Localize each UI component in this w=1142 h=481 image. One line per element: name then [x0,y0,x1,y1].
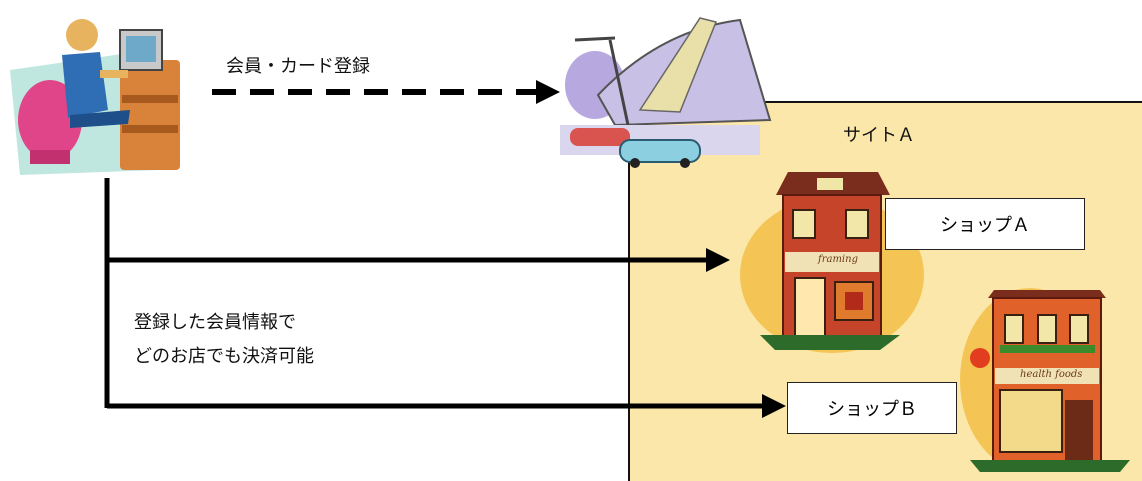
shop-b-building-icon [960,288,1130,472]
payment-note-line1: 登録した会員情報で [134,312,296,333]
shop-b-sign: health foods [1020,369,1083,380]
shop-a-label: ショップＡ [885,198,1085,250]
site-a-label: サイトＡ [843,125,915,146]
arrow-to-shop-a [706,248,730,272]
shop-a-building-icon [740,172,924,353]
register-arrow [212,80,560,104]
payment-note-line2: どのお店でも決済可能 [134,346,314,367]
shop-b-label: ショップＢ [787,382,957,434]
shop-a-sign: framing [818,254,858,265]
payment-arrows [104,178,786,418]
user-computer-icon [10,19,180,175]
arrow-to-shop-b [762,394,786,418]
register-label: 会員・カード登録 [226,56,370,77]
shopping-mall-icon [560,17,772,168]
